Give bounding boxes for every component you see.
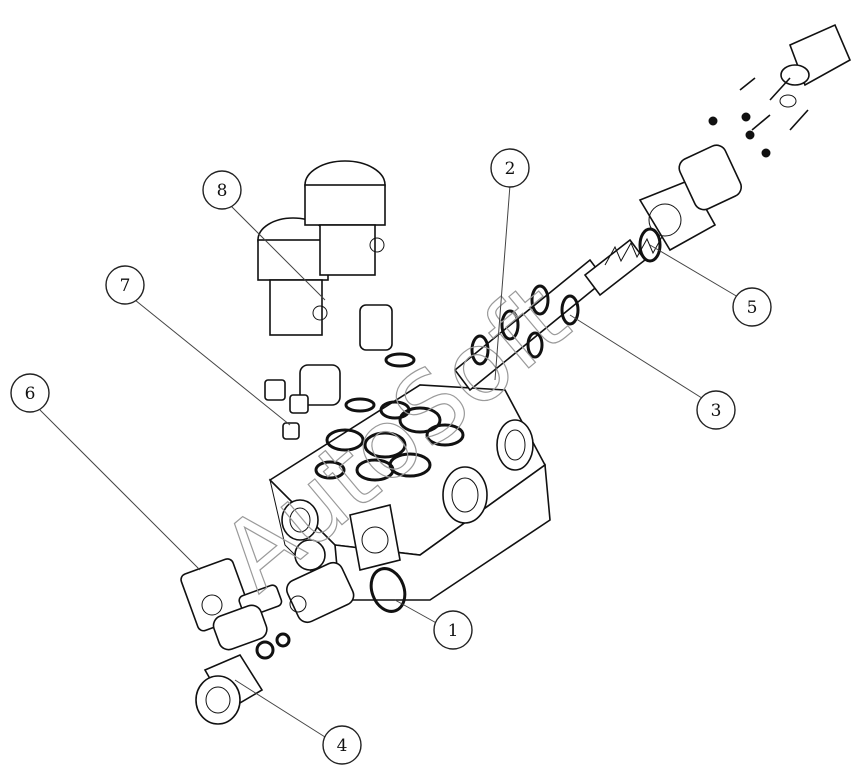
callout-2: 2 [490,148,530,188]
solenoid-cap [638,23,852,252]
leader-lines [39,184,739,738]
callout-5: 5 [732,287,772,327]
callout-7-label: 7 [120,276,131,296]
callout-2-label: 2 [505,159,516,179]
callout-1-label: 1 [448,621,459,641]
callout-4: 4 [322,725,362,765]
callout-6: 6 [10,373,50,413]
callout-3: 3 [696,390,736,430]
callout-4-label: 4 [337,736,348,756]
callout-1: 1 [433,610,473,650]
valve-block [268,384,551,602]
callout-6-label: 6 [25,384,36,404]
cartridge-valves [257,160,416,440]
callout-8: 8 [202,170,242,210]
solenoid-and-fittings [180,558,407,725]
callout-8-label: 8 [217,181,228,201]
spool-assembly [453,227,664,392]
callout-3-label: 3 [711,401,722,421]
callout-7: 7 [105,265,145,305]
callout-5-label: 5 [747,298,758,318]
